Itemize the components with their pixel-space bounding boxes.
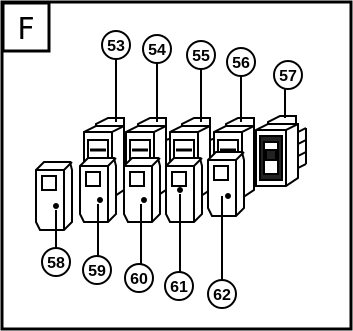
rocker-actuator-62 (207, 151, 245, 217)
callout-58-label: 58 (47, 255, 65, 272)
callout-53-label: 53 (107, 38, 125, 55)
rocker-switch-57 (255, 115, 307, 187)
rocker-actuator-59 (79, 157, 117, 223)
callout-62: 62 (207, 279, 237, 309)
callout-58: 58 (41, 247, 71, 277)
section-label: F (17, 12, 34, 47)
rocker-actuator-61 (165, 157, 203, 223)
callout-61-label: 61 (170, 279, 188, 296)
callout-53: 53 (101, 30, 131, 60)
callout-54-label: 54 (148, 42, 166, 59)
leader-lines (55, 59, 286, 280)
callout-60-label: 60 (130, 271, 148, 288)
callout-59: 59 (82, 255, 112, 285)
callout-55-label: 55 (192, 48, 210, 65)
callout-61: 61 (164, 271, 194, 301)
callout-56: 56 (226, 47, 256, 77)
switch-cover-58 (35, 161, 73, 231)
callout-62-label: 62 (213, 287, 231, 304)
callout-54: 54 (142, 34, 172, 64)
callout-59-label: 59 (88, 263, 106, 280)
section-label-box: F (1, 1, 51, 53)
callout-56-label: 56 (232, 55, 250, 72)
callout-55: 55 (186, 40, 216, 70)
callout-57: 57 (273, 60, 303, 90)
callout-60: 60 (124, 263, 154, 293)
callout-57-label: 57 (279, 68, 297, 85)
rocker-actuator-60 (123, 157, 161, 223)
